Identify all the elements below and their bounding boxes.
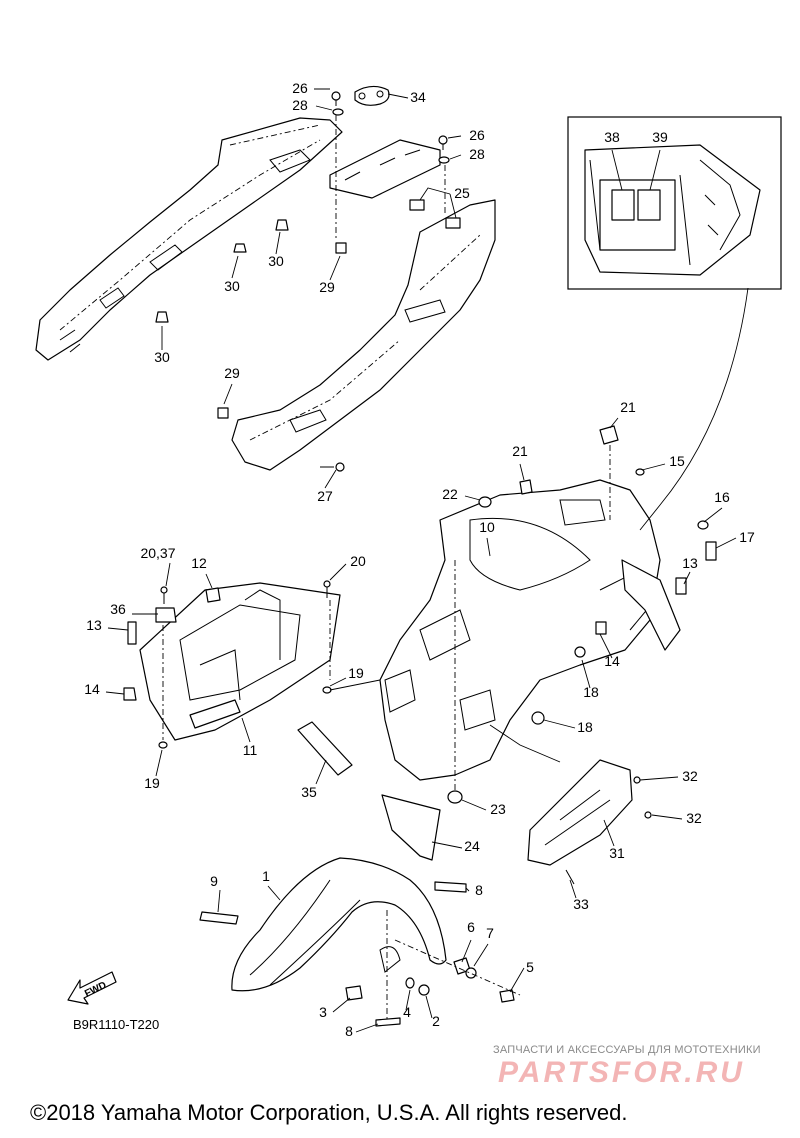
callout-18: 18: [577, 719, 593, 735]
callout-29: 29: [224, 365, 240, 381]
callout-17: 17: [739, 529, 755, 545]
callout-20-37: 20,37: [140, 545, 175, 561]
callout-25: 25: [454, 185, 470, 201]
callout-11: 11: [243, 742, 258, 758]
callout-38: 38: [604, 129, 620, 145]
callout-34: 34: [410, 89, 426, 105]
callout-33: 33: [573, 896, 589, 912]
callout-19: 19: [348, 665, 364, 681]
seat-bracket: [329, 85, 461, 229]
callout-8: 8: [475, 882, 483, 898]
callout-26: 26: [292, 80, 308, 96]
callout-14: 14: [84, 681, 100, 697]
callout-29: 29: [319, 279, 335, 295]
rear-fender: [379, 479, 681, 781]
side-cover-31: [527, 759, 652, 885]
callout-30: 30: [224, 278, 240, 294]
diagram-code: B9R1110-T220: [73, 1017, 160, 1032]
callout-13: 13: [86, 617, 102, 633]
callout-5: 5: [526, 959, 534, 975]
copyright-notice: ©2018 Yamaha Motor Corporation, U.S.A. A…: [30, 1100, 628, 1125]
callout-1: 1: [262, 868, 270, 884]
callout-27: 27: [317, 488, 333, 504]
callout-30: 30: [154, 349, 170, 365]
callout-24: 24: [464, 838, 480, 854]
callout-32: 32: [686, 810, 702, 826]
fasteners-upper: [155, 91, 450, 472]
callout-19: 19: [144, 775, 160, 791]
callout-20: 20: [350, 553, 366, 569]
callout-21: 21: [512, 443, 528, 459]
callout-18: 18: [583, 684, 599, 700]
callout-32: 32: [682, 768, 698, 784]
callout-3: 3: [319, 1004, 327, 1020]
callout-30: 30: [268, 253, 284, 269]
callout-13: 13: [682, 555, 698, 571]
callout-6: 6: [467, 919, 475, 935]
callout-22: 22: [442, 486, 458, 502]
callout-16: 16: [714, 489, 730, 505]
cover-plate: [297, 721, 353, 776]
callout-39: 39: [652, 129, 668, 145]
fwd-label: FWD: [83, 980, 108, 1000]
fasteners-fender: [447, 425, 717, 804]
callout-26: 26: [469, 127, 485, 143]
front-fender: [199, 857, 515, 1027]
callout-2: 2: [432, 1013, 440, 1029]
watermark-logo: PARTSFOR.RU: [498, 1056, 745, 1089]
callout-4: 4: [403, 1004, 411, 1020]
callout-28: 28: [469, 146, 485, 162]
callout-8: 8: [345, 1023, 353, 1039]
watermark-tagline: ЗАПЧАСТИ И АКСЕССУАРЫ ДЛЯ МОТОТЕХНИКИ: [493, 1044, 761, 1056]
callout-28: 28: [292, 97, 308, 113]
callout-10: 10: [479, 519, 495, 535]
right-side-cover: [231, 199, 496, 471]
callout-31: 31: [609, 845, 625, 861]
callout-35: 35: [301, 784, 317, 800]
battery-tray: [123, 580, 341, 749]
callout-21: 21: [620, 399, 636, 415]
left-side-cover: [35, 117, 343, 361]
callout-23: 23: [490, 801, 506, 817]
callout-7: 7: [486, 925, 494, 941]
inset-detail-box: [567, 116, 782, 290]
mud-flap: [381, 794, 441, 861]
callout-9: 9: [210, 873, 218, 889]
callout-15: 15: [669, 453, 685, 469]
callout-36: 36: [110, 601, 126, 617]
leader-lines: [105, 88, 749, 1033]
callout-12: 12: [191, 555, 207, 571]
fwd-arrow-icon: FWD: [67, 971, 117, 1005]
callout-14: 14: [604, 653, 620, 669]
